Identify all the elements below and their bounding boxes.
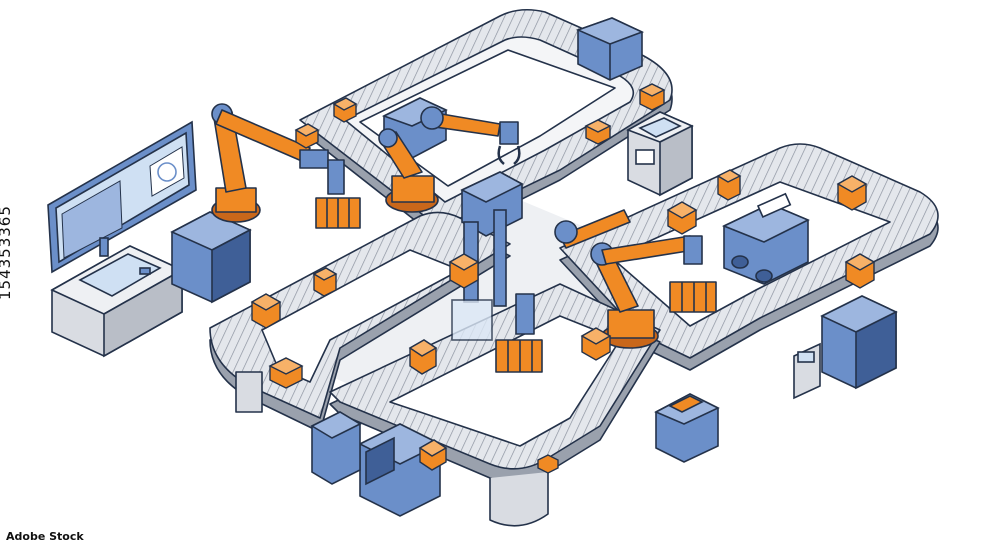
control-console	[50, 245, 184, 358]
server-cabinet	[170, 211, 252, 304]
blue-cabinet-right	[793, 295, 898, 400]
box	[294, 123, 320, 149]
box	[332, 97, 358, 123]
robot-arm-right	[590, 235, 717, 349]
blue-cabinet-left-bottom	[310, 411, 362, 485]
stock-watermark-logo: Adobe Stock	[6, 530, 84, 543]
top-blue-cabinet	[575, 17, 645, 81]
box	[408, 339, 438, 375]
overhead-gantry	[451, 171, 524, 341]
control-monitor	[47, 120, 197, 274]
box	[666, 201, 698, 235]
box	[844, 253, 876, 289]
box	[268, 357, 304, 389]
orange-boxes	[250, 83, 876, 474]
box	[580, 327, 612, 361]
box	[418, 439, 448, 471]
blue-box-machine-bottom	[358, 423, 442, 517]
box	[584, 119, 612, 145]
stock-image-id: 154353365	[0, 205, 14, 300]
robot-arm-left	[211, 103, 361, 229]
box	[250, 293, 282, 329]
control-terminal-top	[626, 111, 694, 197]
box	[836, 175, 868, 211]
box	[537, 454, 559, 474]
blue-cabinet-right-bottom	[654, 393, 720, 463]
robot-arm-center	[378, 106, 521, 213]
box	[638, 83, 666, 111]
box	[312, 267, 338, 297]
box	[716, 169, 742, 201]
blue-pump-unit	[722, 192, 810, 285]
robot-arm-small	[495, 209, 631, 373]
box	[448, 253, 480, 289]
